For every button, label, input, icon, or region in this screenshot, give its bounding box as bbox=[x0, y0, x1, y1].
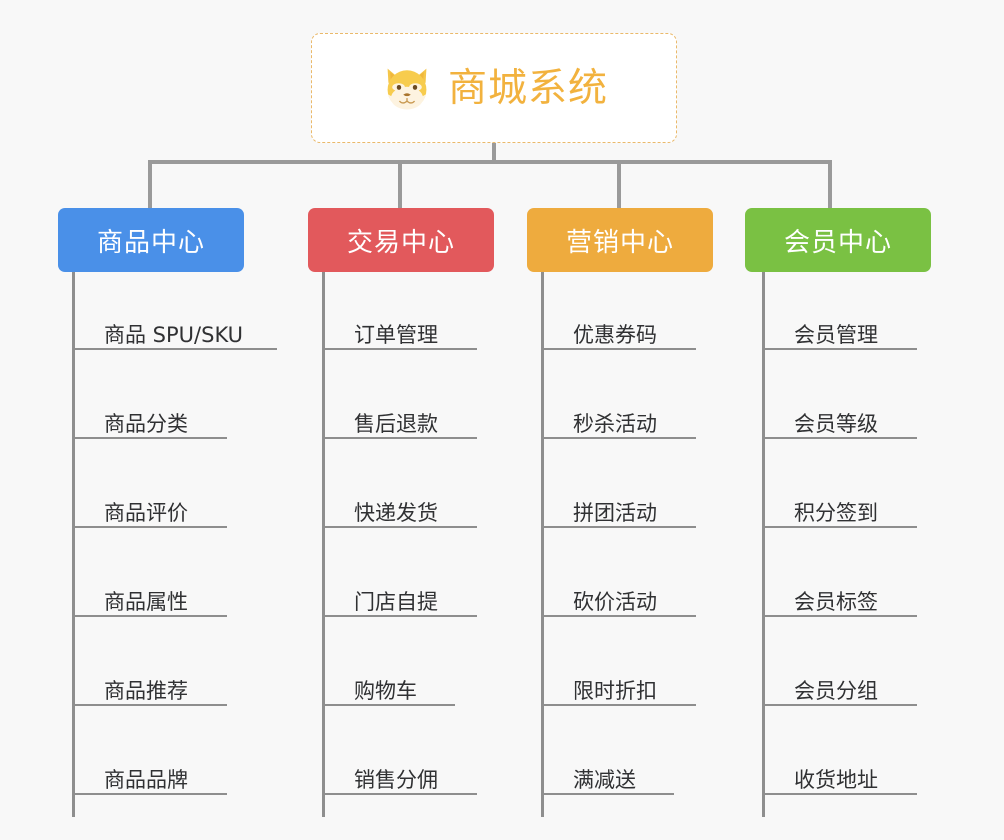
connector-drop-1 bbox=[148, 160, 152, 208]
leaf-label: 拼团活动 bbox=[573, 501, 657, 525]
leaf-label: 积分签到 bbox=[794, 501, 878, 525]
column-spine-0 bbox=[72, 272, 75, 817]
leaf-rule bbox=[72, 615, 227, 617]
leaf-rule bbox=[762, 793, 917, 795]
leaf-rule bbox=[541, 526, 696, 528]
root-title: 商城系统 bbox=[447, 65, 608, 111]
category-title-0: 商品中心 bbox=[96, 227, 205, 258]
leaf-rule bbox=[541, 793, 674, 795]
leaf-label: 会员标签 bbox=[794, 590, 878, 614]
leaf-rule bbox=[762, 526, 917, 528]
leaf-label: 订单管理 bbox=[354, 323, 438, 347]
leaf-rule bbox=[72, 793, 227, 795]
column-spine-2 bbox=[541, 272, 544, 817]
leaf-rule bbox=[72, 526, 227, 528]
connector-bus bbox=[148, 160, 832, 164]
leaf-rule bbox=[322, 526, 477, 528]
leaf-rule bbox=[322, 348, 477, 350]
leaf-rule bbox=[762, 437, 917, 439]
leaf-rule bbox=[322, 704, 455, 706]
leaf-rule bbox=[762, 615, 917, 617]
category-title-1: 交易中心 bbox=[346, 227, 455, 258]
leaf-label: 商品推荐 bbox=[104, 679, 188, 703]
leaf-rule bbox=[72, 704, 227, 706]
connector-drop-2 bbox=[398, 160, 402, 208]
leaf-label: 售后退款 bbox=[354, 412, 438, 436]
category-box-1[interactable]: 交易中心 bbox=[308, 208, 494, 272]
leaf-label: 商品属性 bbox=[104, 590, 188, 614]
leaf-label: 商品 SPU/SKU bbox=[104, 323, 244, 347]
category-title-2: 营销中心 bbox=[565, 227, 674, 258]
category-box-0[interactable]: 商品中心 bbox=[58, 208, 244, 272]
leaf-label: 砍价活动 bbox=[573, 590, 657, 614]
connector-drop-3 bbox=[617, 160, 621, 208]
connector-drop-4 bbox=[828, 160, 832, 208]
leaf-label: 门店自提 bbox=[354, 590, 438, 614]
leaf-label: 购物车 bbox=[354, 679, 417, 703]
leaf-label: 优惠券码 bbox=[573, 323, 657, 347]
leaf-rule bbox=[72, 348, 277, 350]
shiba-dog-icon bbox=[380, 61, 434, 115]
leaf-rule bbox=[541, 704, 696, 706]
connector-trunk bbox=[492, 143, 496, 164]
leaf-label: 限时折扣 bbox=[573, 679, 657, 703]
leaf-rule bbox=[541, 615, 696, 617]
category-title-3: 会员中心 bbox=[783, 227, 892, 258]
leaf-rule bbox=[541, 437, 696, 439]
leaf-rule bbox=[762, 348, 917, 350]
leaf-label: 满减送 bbox=[573, 768, 636, 792]
column-spine-1 bbox=[322, 272, 325, 817]
category-box-2[interactable]: 营销中心 bbox=[527, 208, 713, 272]
leaf-label: 会员分组 bbox=[794, 679, 878, 703]
leaf-label: 会员等级 bbox=[794, 412, 878, 436]
root-node[interactable]: 商城系统 bbox=[311, 33, 677, 143]
leaf-rule bbox=[322, 437, 477, 439]
leaf-label: 秒杀活动 bbox=[573, 412, 657, 436]
leaf-rule bbox=[541, 348, 696, 350]
leaf-rule bbox=[322, 793, 477, 795]
category-box-3[interactable]: 会员中心 bbox=[745, 208, 931, 272]
leaf-label: 销售分佣 bbox=[354, 768, 438, 792]
leaf-label: 收货地址 bbox=[794, 768, 878, 792]
leaf-label: 会员管理 bbox=[794, 323, 878, 347]
leaf-rule bbox=[322, 615, 477, 617]
column-spine-3 bbox=[762, 272, 765, 817]
leaf-label: 商品品牌 bbox=[104, 768, 188, 792]
leaf-rule bbox=[72, 437, 227, 439]
leaf-label: 商品评价 bbox=[104, 501, 188, 525]
leaf-rule bbox=[762, 704, 917, 706]
leaf-label: 商品分类 bbox=[104, 412, 188, 436]
leaf-label: 快递发货 bbox=[354, 501, 438, 525]
